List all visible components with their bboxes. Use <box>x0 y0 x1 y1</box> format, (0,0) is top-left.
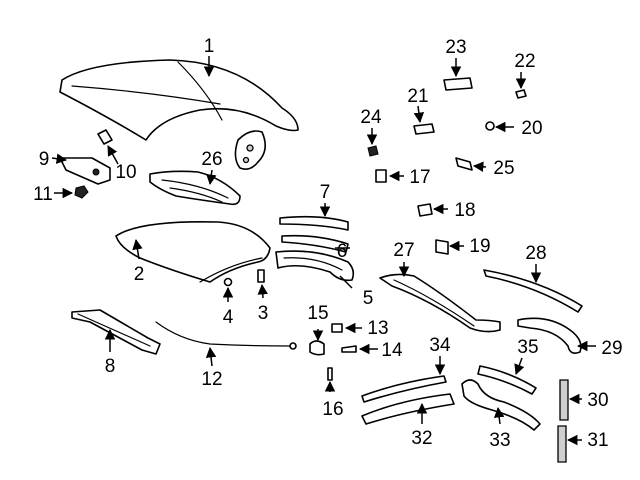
callout-35: 35 <box>517 337 538 358</box>
callout-18: 18 <box>454 200 475 221</box>
callout-13: 13 <box>367 318 388 339</box>
callout-26: 26 <box>201 149 222 170</box>
part-21-pad <box>413 123 435 135</box>
part-26-liner <box>149 170 241 206</box>
callout-14: 14 <box>381 340 403 361</box>
part-31-seal <box>557 425 567 463</box>
part-5-frame <box>275 250 355 282</box>
callout-3: 3 <box>258 303 269 324</box>
callout-6: 6 <box>337 241 348 262</box>
part-29-curved-trim <box>517 317 582 354</box>
callout-27: 27 <box>393 240 414 261</box>
callout-8: 8 <box>105 356 116 377</box>
part-34-strip <box>361 375 447 403</box>
part-27-trim-panel <box>379 273 501 333</box>
part-4-grommet <box>223 277 233 287</box>
part-10-clip <box>97 129 113 145</box>
part-22-clip <box>515 89 527 99</box>
callout-24: 24 <box>360 107 382 128</box>
callout-17: 17 <box>409 167 430 188</box>
callout-21: 21 <box>407 86 428 107</box>
callout-7: 7 <box>320 182 331 203</box>
part-2-headliner <box>115 220 271 283</box>
part-32-moulding <box>361 393 455 425</box>
part-1-hardtop <box>59 59 299 170</box>
part-12-cable <box>155 321 297 350</box>
part-18-block <box>417 203 433 217</box>
callout-31: 31 <box>587 430 608 451</box>
part-30-seal <box>559 379 569 421</box>
part-11-nut <box>74 185 89 199</box>
callout-32: 32 <box>411 428 432 449</box>
callout-20: 20 <box>521 118 542 139</box>
part-6-seal <box>281 234 349 253</box>
callout-25: 25 <box>493 158 514 179</box>
callout-15: 15 <box>307 303 328 324</box>
callout-10: 10 <box>115 162 136 183</box>
callout-5: 5 <box>363 288 374 309</box>
callout-28: 28 <box>525 243 546 264</box>
callout-9: 9 <box>39 149 50 170</box>
callout-30: 30 <box>587 390 608 411</box>
callout-22: 22 <box>514 51 535 72</box>
part-28-seal <box>483 269 583 313</box>
part-9-hinge <box>59 157 111 185</box>
callout-1: 1 <box>204 36 215 57</box>
callout-19: 19 <box>469 236 490 257</box>
part-35-strip <box>477 365 537 395</box>
part-19-striker <box>435 239 449 255</box>
callout-11: 11 <box>33 184 53 205</box>
callout-12: 12 <box>201 369 222 390</box>
part-17-pad <box>375 169 387 183</box>
part-16-screw <box>327 367 333 381</box>
callout-29: 29 <box>601 338 622 359</box>
part-3-clip <box>257 269 265 283</box>
part-14-pin <box>341 345 357 353</box>
callout-2: 2 <box>134 264 145 285</box>
callout-4: 4 <box>223 307 234 328</box>
part-8-linkage <box>71 309 161 355</box>
part-7-seal <box>279 215 349 231</box>
part-33-moulding <box>461 379 541 431</box>
part-25-latch <box>455 157 473 171</box>
callout-33: 33 <box>489 430 510 451</box>
part-13-clip <box>331 323 343 333</box>
callout-16: 16 <box>322 399 343 420</box>
part-20-fastener <box>485 121 495 131</box>
part-24-bolt <box>367 145 379 157</box>
part-15-bracket <box>309 340 325 356</box>
callout-23: 23 <box>445 37 466 58</box>
callout-34: 34 <box>429 335 451 356</box>
part-23-bracket <box>443 77 473 91</box>
